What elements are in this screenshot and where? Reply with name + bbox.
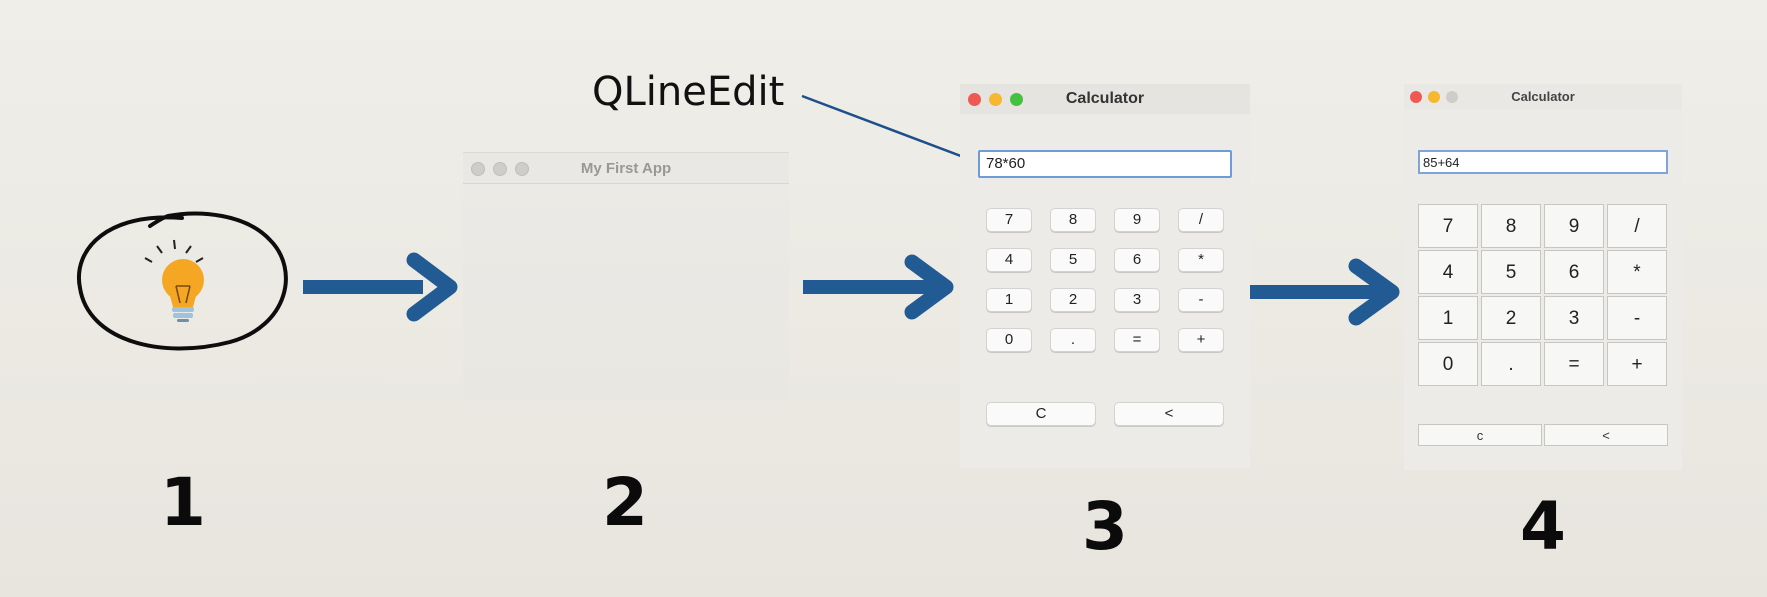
calculator-display[interactable]: 78*60 — [978, 150, 1232, 178]
backspace-button[interactable]: < — [1114, 402, 1224, 426]
key-button[interactable]: 8 — [1481, 204, 1541, 248]
maximize-icon[interactable] — [1010, 93, 1023, 106]
key-button[interactable]: * — [1607, 250, 1667, 294]
key-button[interactable]: . — [1050, 328, 1096, 352]
lightbulb-icon — [144, 239, 204, 322]
key-button[interactable]: 1 — [1418, 296, 1478, 340]
close-icon[interactable] — [471, 162, 485, 176]
close-icon[interactable] — [968, 93, 981, 106]
step-number-1: 1 — [160, 464, 206, 541]
clear-button[interactable]: c — [1418, 424, 1542, 446]
window-titlebar[interactable]: Calculator — [1404, 84, 1682, 110]
window-title: My First App — [580, 160, 672, 177]
window-titlebar[interactable]: Calculator — [960, 84, 1250, 114]
window-title: Calculator — [1511, 89, 1575, 104]
clear-button[interactable]: C — [986, 402, 1096, 426]
key-button[interactable]: 7 — [986, 208, 1032, 232]
window-title: Calculator — [1065, 90, 1145, 107]
step-number-2: 2 — [602, 464, 648, 541]
key-button[interactable]: 2 — [1050, 288, 1096, 312]
key-button[interactable]: + — [1607, 342, 1667, 386]
key-button[interactable]: / — [1607, 204, 1667, 248]
arrow-2-to-3 — [803, 254, 954, 320]
key-button[interactable]: 3 — [1114, 288, 1160, 312]
key-button[interactable]: 3 — [1544, 296, 1604, 340]
key-button[interactable]: . — [1481, 342, 1541, 386]
key-button[interactable]: 0 — [1418, 342, 1478, 386]
key-button[interactable]: 6 — [1544, 250, 1604, 294]
maximize-icon[interactable] — [515, 162, 529, 176]
key-button[interactable]: 9 — [1114, 208, 1160, 232]
key-button[interactable]: 5 — [1481, 250, 1541, 294]
step-number-4: 4 — [1520, 488, 1566, 565]
key-button[interactable]: 4 — [986, 248, 1032, 272]
sketch-circle — [76, 211, 288, 351]
key-button[interactable]: 0 — [986, 328, 1032, 352]
calculator-display[interactable]: 85+64 — [1418, 150, 1668, 174]
backspace-button[interactable]: < — [1544, 424, 1668, 446]
key-button[interactable]: + — [1178, 328, 1224, 352]
minimize-icon[interactable] — [1428, 91, 1440, 103]
key-button[interactable]: 9 — [1544, 204, 1604, 248]
key-button[interactable]: * — [1178, 248, 1224, 272]
key-button[interactable]: 2 — [1481, 296, 1541, 340]
key-button[interactable]: = — [1544, 342, 1604, 386]
close-icon[interactable] — [1410, 91, 1422, 103]
key-button[interactable]: = — [1114, 328, 1160, 352]
step-number-3: 3 — [1082, 488, 1128, 565]
arrow-1-to-2 — [303, 252, 458, 322]
minimize-icon[interactable] — [493, 162, 507, 176]
key-button[interactable]: 1 — [986, 288, 1032, 312]
qlineedit-annotation: QLineEdit — [592, 69, 785, 115]
my-first-app-window: My First App — [463, 152, 789, 401]
key-button[interactable]: - — [1607, 296, 1667, 340]
key-button[interactable]: 8 — [1050, 208, 1096, 232]
window-titlebar[interactable]: My First App — [463, 153, 789, 184]
key-button[interactable]: 7 — [1418, 204, 1478, 248]
annotation-pointer — [801, 94, 984, 166]
key-button[interactable]: 5 — [1050, 248, 1096, 272]
key-button[interactable]: / — [1178, 208, 1224, 232]
maximize-icon[interactable] — [1446, 91, 1458, 103]
minimize-icon[interactable] — [989, 93, 1002, 106]
arrow-3-to-4 — [1249, 258, 1400, 326]
key-button[interactable]: 6 — [1114, 248, 1160, 272]
key-button[interactable]: 4 — [1418, 250, 1478, 294]
key-button[interactable]: - — [1178, 288, 1224, 312]
